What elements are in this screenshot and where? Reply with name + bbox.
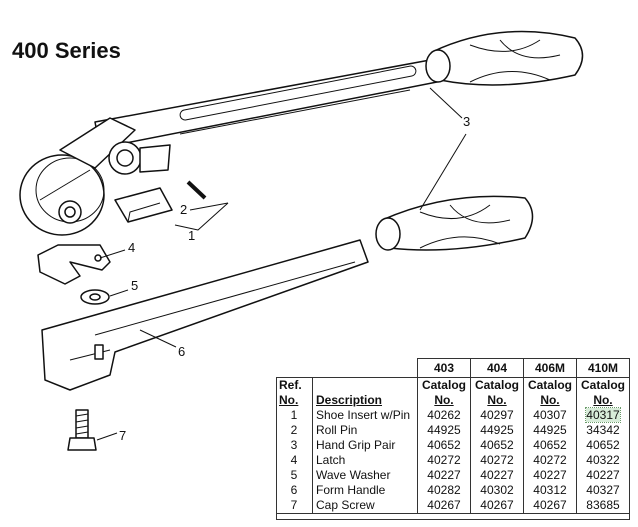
catalog-cell: 34342 <box>575 423 631 438</box>
callout-4: 4 <box>128 240 135 255</box>
latch <box>37 244 111 285</box>
catalog-cell: 40272 <box>469 453 524 468</box>
table-row: 7 Cap Screw 40267 40267 40267 83685 <box>276 498 631 514</box>
catalog-cell: 40267 <box>416 498 471 514</box>
catalog-cell: 40227 <box>575 468 631 483</box>
table-row: 1 Shoe Insert w/Pin 40262 40297 40307 40… <box>276 407 631 423</box>
parts-table: 403 404 406M 410M Ref. No. Description C… <box>276 358 631 514</box>
catalog-cell: 40652 <box>575 438 631 453</box>
ref-cell: 4 <box>276 453 313 468</box>
catalog-cell: 40312 <box>522 483 577 498</box>
highlighted-catalog-value: 40317 <box>585 407 621 423</box>
model-header: 404 <box>469 358 524 378</box>
table-row: 6 Form Handle 40282 40302 40312 40327 <box>276 483 631 498</box>
model-header-row: 403 404 406M 410M <box>276 358 631 378</box>
ref-cell: 5 <box>276 468 313 483</box>
shoe-insert <box>114 187 173 223</box>
catalog-cell: 40327 <box>575 483 631 498</box>
catalog-cell: 40302 <box>469 483 524 498</box>
cap-screw <box>67 409 97 451</box>
description-cell: Form Handle <box>312 483 418 498</box>
description-header: Description <box>316 392 383 407</box>
ref-cell: 7 <box>276 498 313 514</box>
ref-cell: 1 <box>276 408 313 423</box>
bending-wheel <box>19 154 105 236</box>
description-cell: Cap Screw <box>312 498 418 514</box>
catalog-cell: 40272 <box>416 453 471 468</box>
catalog-cell: 40272 <box>522 453 577 468</box>
catalog-cell: 40297 <box>469 408 524 423</box>
callout-2: 2 <box>180 202 187 217</box>
model-header: 410M <box>575 358 631 378</box>
table-row: 4 Latch 40272 40272 40272 40322 <box>276 453 631 468</box>
description-cell: Hand Grip Pair <box>312 438 418 453</box>
callout-6: 6 <box>178 344 185 359</box>
catalog-cell: 40267 <box>522 498 577 514</box>
page-title: 400 Series <box>12 38 121 63</box>
table-row: 5 Wave Washer 40227 40227 40227 40227 <box>276 468 631 483</box>
column-header-row: Ref. No. Description Catalog No. Catalog… <box>276 377 631 408</box>
catalog-cell: 40267 <box>469 498 524 514</box>
ref-cell: 2 <box>276 423 313 438</box>
hand-grip-upper <box>425 30 584 86</box>
ref-cell: 3 <box>276 438 313 453</box>
catalog-cell: 40652 <box>416 438 471 453</box>
ref-no-header: Ref. No. <box>276 377 313 408</box>
link-bracket <box>59 117 171 175</box>
callout-labels: 1 2 3 4 5 6 7 <box>119 114 470 443</box>
catalog-cell: 40307 <box>522 408 577 423</box>
catalog-cell: 40652 <box>522 438 577 453</box>
catalog-cell: 40227 <box>416 468 471 483</box>
bender-handle-upper <box>94 59 438 149</box>
model-header: 406M <box>522 358 577 378</box>
description-cell: Roll Pin <box>312 423 418 438</box>
form-handle <box>41 239 369 391</box>
catalog-cell: 83685 <box>575 498 631 514</box>
catalog-no-header: Catalog No. <box>469 377 524 408</box>
catalog-no-header: Catalog No. <box>416 377 471 408</box>
catalog-cell: 40227 <box>522 468 577 483</box>
callout-3: 3 <box>463 114 470 129</box>
hand-grip-lower <box>375 195 534 251</box>
description-cell: Wave Washer <box>312 468 418 483</box>
description-cell: Shoe Insert w/Pin <box>312 408 418 423</box>
catalog-cell: 40227 <box>469 468 524 483</box>
table-row: 2 Roll Pin 44925 44925 44925 34342 <box>276 423 631 438</box>
leader-lines <box>96 87 467 441</box>
catalog-cell: 44925 <box>522 423 577 438</box>
catalog-cell: 40322 <box>575 453 631 468</box>
catalog-no-header: Catalog No. <box>575 377 631 408</box>
ref-cell: 6 <box>276 483 313 498</box>
catalog-cell: 40317 <box>575 407 631 423</box>
callout-7: 7 <box>119 428 126 443</box>
catalog-cell: 40652 <box>469 438 524 453</box>
catalog-cell: 40262 <box>416 408 471 423</box>
roll-pin <box>186 180 207 200</box>
catalog-no-header: Catalog No. <box>522 377 577 408</box>
catalog-cell: 40282 <box>416 483 471 498</box>
callout-5: 5 <box>131 278 138 293</box>
catalog-cell: 44925 <box>469 423 524 438</box>
description-cell: Latch <box>312 453 418 468</box>
table-row: 3 Hand Grip Pair 40652 40652 40652 40652 <box>276 438 631 453</box>
callout-1: 1 <box>188 228 195 243</box>
wave-washer <box>80 289 110 305</box>
model-header: 403 <box>416 358 471 378</box>
catalog-cell: 44925 <box>416 423 471 438</box>
